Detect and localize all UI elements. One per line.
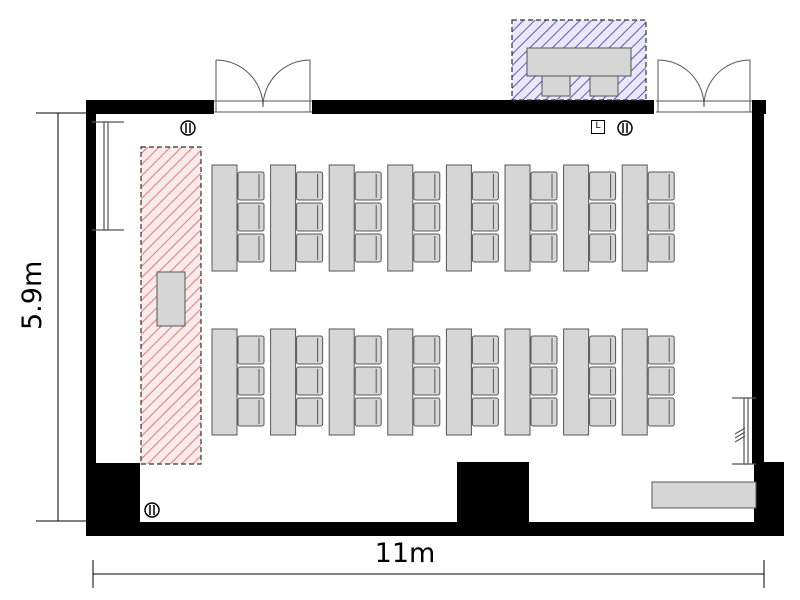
table[interactable] xyxy=(504,328,531,436)
walls xyxy=(86,100,784,536)
table[interactable] xyxy=(621,164,648,272)
power-outlet-icon xyxy=(617,120,633,136)
chair[interactable] xyxy=(237,233,265,263)
table[interactable] xyxy=(387,328,414,436)
seating-layout xyxy=(211,164,675,436)
table[interactable] xyxy=(387,164,414,272)
chair[interactable] xyxy=(471,335,499,365)
table[interactable] xyxy=(621,328,648,436)
chair[interactable] xyxy=(296,202,324,232)
chair[interactable] xyxy=(589,366,617,396)
chair[interactable] xyxy=(647,233,675,263)
lan-outlet-icon: L xyxy=(591,120,605,134)
chair[interactable] xyxy=(530,171,558,201)
table[interactable] xyxy=(328,164,355,272)
chair[interactable] xyxy=(354,202,382,232)
equipment-area[interactable] xyxy=(511,19,647,101)
chair[interactable] xyxy=(530,366,558,396)
chair[interactable] xyxy=(471,397,499,427)
chair[interactable] xyxy=(589,335,617,365)
chair[interactable] xyxy=(237,171,265,201)
chair[interactable] xyxy=(413,233,441,263)
chair[interactable] xyxy=(296,335,324,365)
chair[interactable] xyxy=(471,233,499,263)
chair[interactable] xyxy=(413,397,441,427)
chair[interactable] xyxy=(413,202,441,232)
width-dimension-label: 11m xyxy=(374,538,436,569)
dimension-lines xyxy=(36,112,765,588)
chair[interactable] xyxy=(589,233,617,263)
table[interactable] xyxy=(563,328,590,436)
chair[interactable] xyxy=(589,397,617,427)
chair[interactable] xyxy=(354,397,382,427)
chair[interactable] xyxy=(471,366,499,396)
stage-area[interactable] xyxy=(140,146,202,465)
counter xyxy=(651,481,757,509)
table[interactable] xyxy=(328,328,355,436)
door-right[interactable] xyxy=(656,59,752,113)
door-left[interactable] xyxy=(214,59,312,113)
chair[interactable] xyxy=(589,202,617,232)
chair[interactable] xyxy=(296,366,324,396)
chair[interactable] xyxy=(589,171,617,201)
chair[interactable] xyxy=(296,233,324,263)
chair[interactable] xyxy=(471,202,499,232)
chair[interactable] xyxy=(647,397,675,427)
chair[interactable] xyxy=(237,366,265,396)
table[interactable] xyxy=(563,164,590,272)
chair[interactable] xyxy=(413,171,441,201)
chair[interactable] xyxy=(237,397,265,427)
chair[interactable] xyxy=(413,366,441,396)
chair[interactable] xyxy=(647,366,675,396)
chair[interactable] xyxy=(530,202,558,232)
chair[interactable] xyxy=(237,202,265,232)
chair[interactable] xyxy=(530,233,558,263)
power-outlet-icon xyxy=(144,502,160,518)
chair[interactable] xyxy=(354,233,382,263)
table[interactable] xyxy=(445,164,472,272)
chair[interactable] xyxy=(237,335,265,365)
height-dimension-label: 5.9m xyxy=(17,260,48,330)
chair[interactable] xyxy=(647,171,675,201)
chair[interactable] xyxy=(296,397,324,427)
table[interactable] xyxy=(211,164,238,272)
table[interactable] xyxy=(270,328,297,436)
chair[interactable] xyxy=(530,335,558,365)
chair[interactable] xyxy=(471,171,499,201)
chair[interactable] xyxy=(354,171,382,201)
power-outlet-icon xyxy=(180,120,196,136)
chair[interactable] xyxy=(647,202,675,232)
chair[interactable] xyxy=(413,335,441,365)
whiteboard-icon xyxy=(92,121,124,231)
chair[interactable] xyxy=(296,171,324,201)
chair[interactable] xyxy=(530,397,558,427)
chair[interactable] xyxy=(354,366,382,396)
table[interactable] xyxy=(504,164,531,272)
chair[interactable] xyxy=(647,335,675,365)
table[interactable] xyxy=(270,164,297,272)
table[interactable] xyxy=(445,328,472,436)
chair[interactable] xyxy=(354,335,382,365)
screen-stand-icon xyxy=(732,397,756,465)
table[interactable] xyxy=(211,328,238,436)
